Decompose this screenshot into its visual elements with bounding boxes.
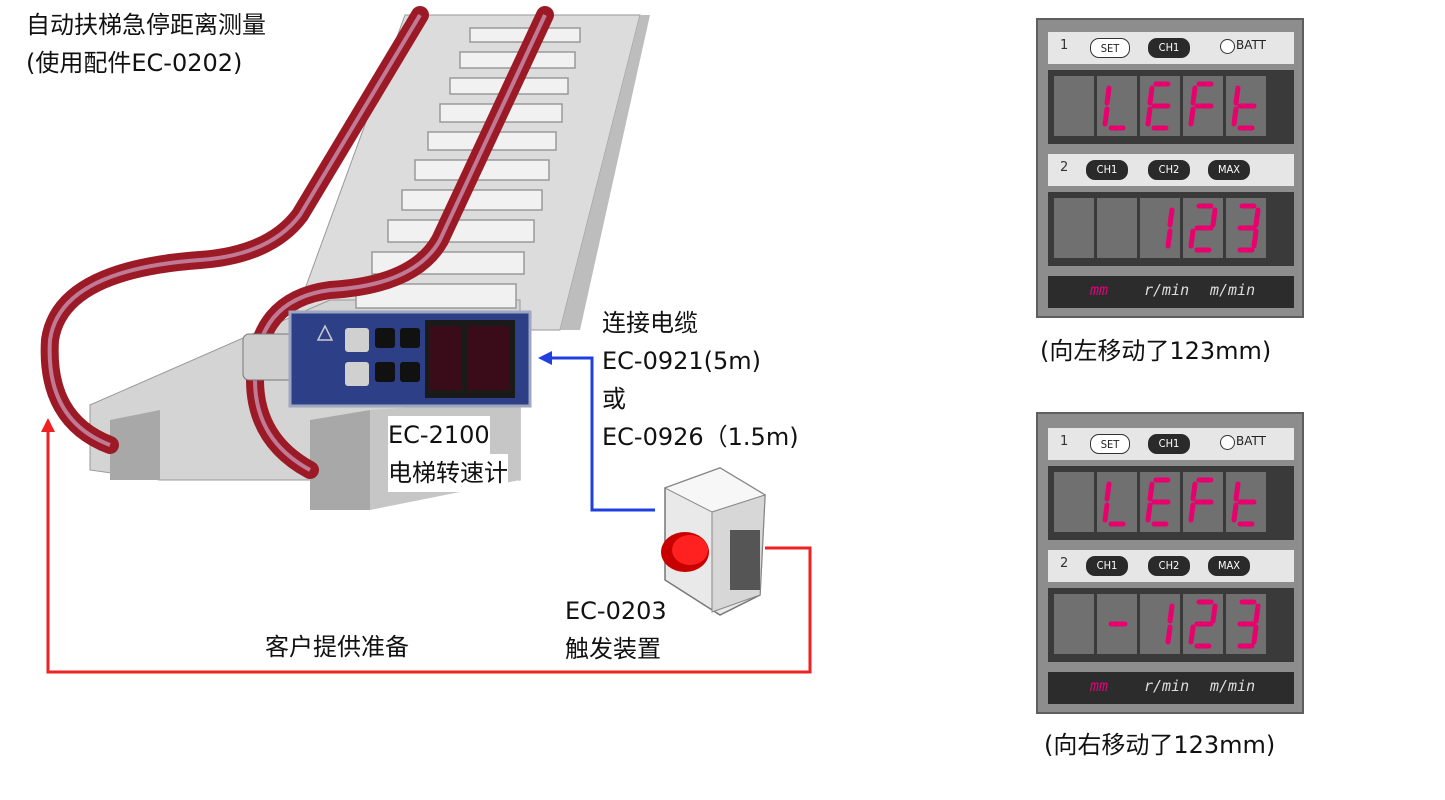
ch1-button: CH1 <box>1086 556 1128 576</box>
ch1-button: CH1 <box>1148 38 1190 58</box>
batt-label: BATT <box>1236 38 1266 52</box>
segment-f <box>1233 481 1241 502</box>
batt-indicator-icon <box>1220 39 1235 54</box>
unit-mpm: m/min <box>1210 677 1256 695</box>
segment-c <box>1251 624 1259 645</box>
title-line2: (使用配件EC-0202) <box>26 49 243 77</box>
segment-b <box>1210 207 1218 228</box>
unit-mm: mm <box>1090 281 1109 299</box>
channel1-header: 1 SET CH1 BATT <box>1048 428 1294 460</box>
cable-label-line4: EC-0926（1.5m) <box>602 423 799 451</box>
cable-label-line3: 或 <box>602 385 626 413</box>
ch2-button: CH2 <box>1148 556 1190 576</box>
channel2-header: 2 CH1 CH2 MAX <box>1048 550 1294 582</box>
segment-f <box>1190 481 1198 502</box>
segment-e <box>1145 502 1153 523</box>
max-button: MAX <box>1208 556 1250 576</box>
segment-f <box>1104 481 1112 502</box>
channel2-display <box>1048 588 1294 662</box>
segment-f <box>1147 481 1155 502</box>
segment-b <box>1167 603 1175 624</box>
title-line1: 自动扶梯急停距离测量 <box>26 11 266 39</box>
segment-b <box>1167 207 1175 228</box>
batt-label: BATT <box>1236 434 1266 448</box>
segment-e <box>1102 502 1110 523</box>
caption-left: (向左移动了123mm) <box>1040 337 1272 365</box>
channel2-display <box>1048 192 1294 266</box>
signal-line <box>46 428 812 674</box>
set-button: SET <box>1090 38 1130 58</box>
unit-bar: mm r/min m/min <box>1048 276 1294 308</box>
segment-c <box>1251 228 1259 249</box>
ch1-button: CH1 <box>1148 434 1190 454</box>
channel2-header: 2 CH1 CH2 MAX <box>1048 154 1294 186</box>
segment-e <box>1231 106 1239 127</box>
display-panel-right: 1 SET CH1 BATT 2 CH1 CH2 MAX mm r/min m/… <box>1036 412 1304 714</box>
trigger-device <box>661 467 767 616</box>
segment-e <box>1102 106 1110 127</box>
segment-b <box>1253 207 1261 228</box>
tachometer-device <box>242 310 532 408</box>
tachometer-label-name: 电梯转速计 <box>388 454 508 492</box>
caption-right: (向右移动了123mm) <box>1044 731 1276 759</box>
segment-f <box>1104 85 1112 106</box>
segment-e <box>1231 502 1239 523</box>
unit-rpm: r/min <box>1144 677 1190 695</box>
segment-e <box>1188 228 1196 249</box>
segment-f <box>1233 85 1241 106</box>
ch2-button: CH2 <box>1148 160 1190 180</box>
trigger-label-model: EC-0203 <box>565 597 667 625</box>
max-button: MAX <box>1208 160 1250 180</box>
unit-rpm: r/min <box>1144 281 1190 299</box>
segment-b <box>1253 603 1261 624</box>
ch1-button: CH1 <box>1086 160 1128 180</box>
cable-label-line1: 连接电缆 <box>602 309 698 337</box>
display-panel-left: 1 SET CH1 BATT 2 CH1 CH2 MAX mm r/min m/… <box>1036 18 1304 318</box>
customer-label: 客户提供准备 <box>265 633 409 661</box>
set-button: SET <box>1090 434 1130 454</box>
segment-e <box>1188 106 1196 127</box>
unit-mm: mm <box>1090 677 1109 695</box>
batt-indicator-icon <box>1220 435 1235 450</box>
channel2-number: 2 <box>1060 160 1069 175</box>
channel2-number: 2 <box>1060 556 1069 571</box>
channel1-header: 1 SET CH1 BATT <box>1048 32 1294 64</box>
channel1-number: 1 <box>1060 38 1069 53</box>
segment-e <box>1188 624 1196 645</box>
segment-f <box>1147 85 1155 106</box>
channel1-number: 1 <box>1060 434 1069 449</box>
segment-f <box>1190 85 1198 106</box>
segment-b <box>1210 603 1218 624</box>
segment-e <box>1145 106 1153 127</box>
channel1-display <box>1048 70 1294 144</box>
tachometer-label-model: EC-2100 <box>388 416 490 454</box>
cable-label-line2: EC-0921(5m) <box>602 347 762 375</box>
segment-c <box>1165 228 1173 249</box>
cable-arrow <box>548 356 655 512</box>
unit-bar: mm r/min m/min <box>1048 672 1294 704</box>
segment-e <box>1188 502 1196 523</box>
channel1-display <box>1048 466 1294 540</box>
unit-mpm: m/min <box>1210 281 1256 299</box>
segment-c <box>1165 624 1173 645</box>
trigger-label-name: 触发装置 <box>565 635 661 663</box>
